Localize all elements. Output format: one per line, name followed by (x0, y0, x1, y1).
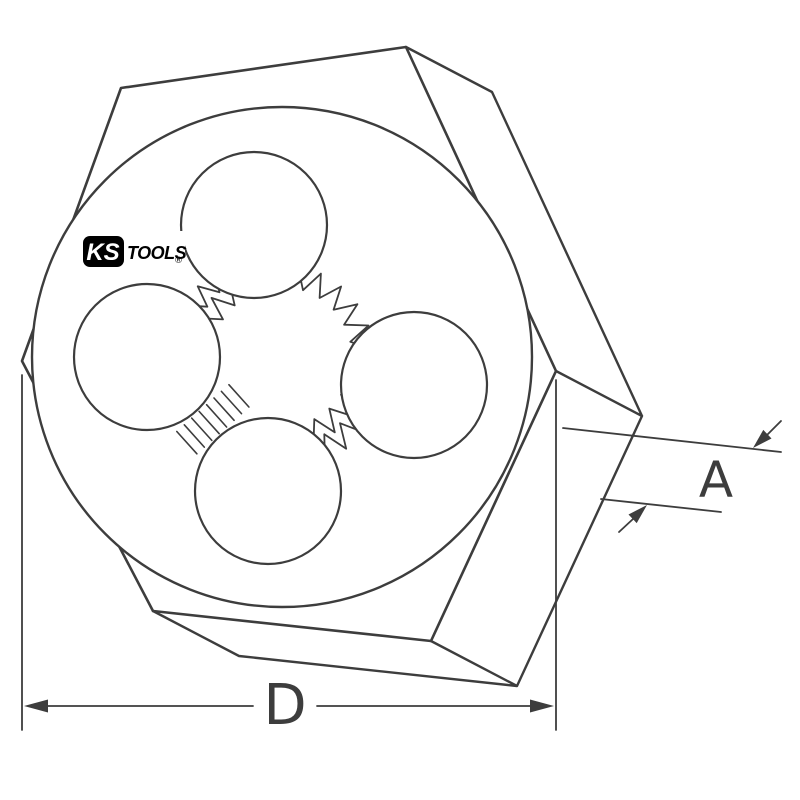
thread-flank-line (198, 410, 220, 435)
d-dimension-label: D (263, 673, 306, 738)
thread-flank-line (213, 397, 235, 422)
a-arrowhead-top (753, 429, 772, 448)
a-extension-line-back (600, 498, 722, 513)
dimension-d: D (21, 374, 557, 738)
logo-tools-text: TOOLS (127, 243, 187, 263)
logo-ks-box (83, 236, 124, 267)
chip-hole-bottom (193, 416, 343, 566)
d-arrowhead-left (24, 699, 48, 713)
chip-hole-top (179, 150, 329, 300)
logo-ks-text: KS (86, 239, 119, 266)
thread-flank-line (220, 390, 243, 415)
d-arrowhead-right (530, 699, 554, 713)
dimension-a: A (562, 420, 782, 533)
thread-flank-line (205, 403, 228, 428)
die-body (20, 45, 644, 688)
thread-flank-line (190, 417, 213, 442)
ks-tools-logo: KS TOOLS ® (79, 231, 187, 271)
a-arrow-tail-bottom (618, 518, 634, 533)
thread-serration-ring (189, 264, 375, 450)
a-extension-line-front (562, 427, 782, 453)
chip-hole-left (72, 282, 222, 432)
front-face-outline (20, 45, 558, 643)
thread-flank-line (183, 423, 206, 448)
registered-trademark-icon: ® (174, 256, 183, 266)
thread-flank-hatching (176, 383, 250, 455)
a-dimension-label: A (699, 451, 733, 509)
a-arrowhead-bottom (628, 505, 647, 524)
thread-flank-line (176, 430, 198, 455)
back-edges (151, 45, 644, 688)
a-arrow-tail-top (766, 420, 782, 436)
chip-hole-right (339, 310, 489, 460)
thread-flank-line (228, 383, 250, 408)
